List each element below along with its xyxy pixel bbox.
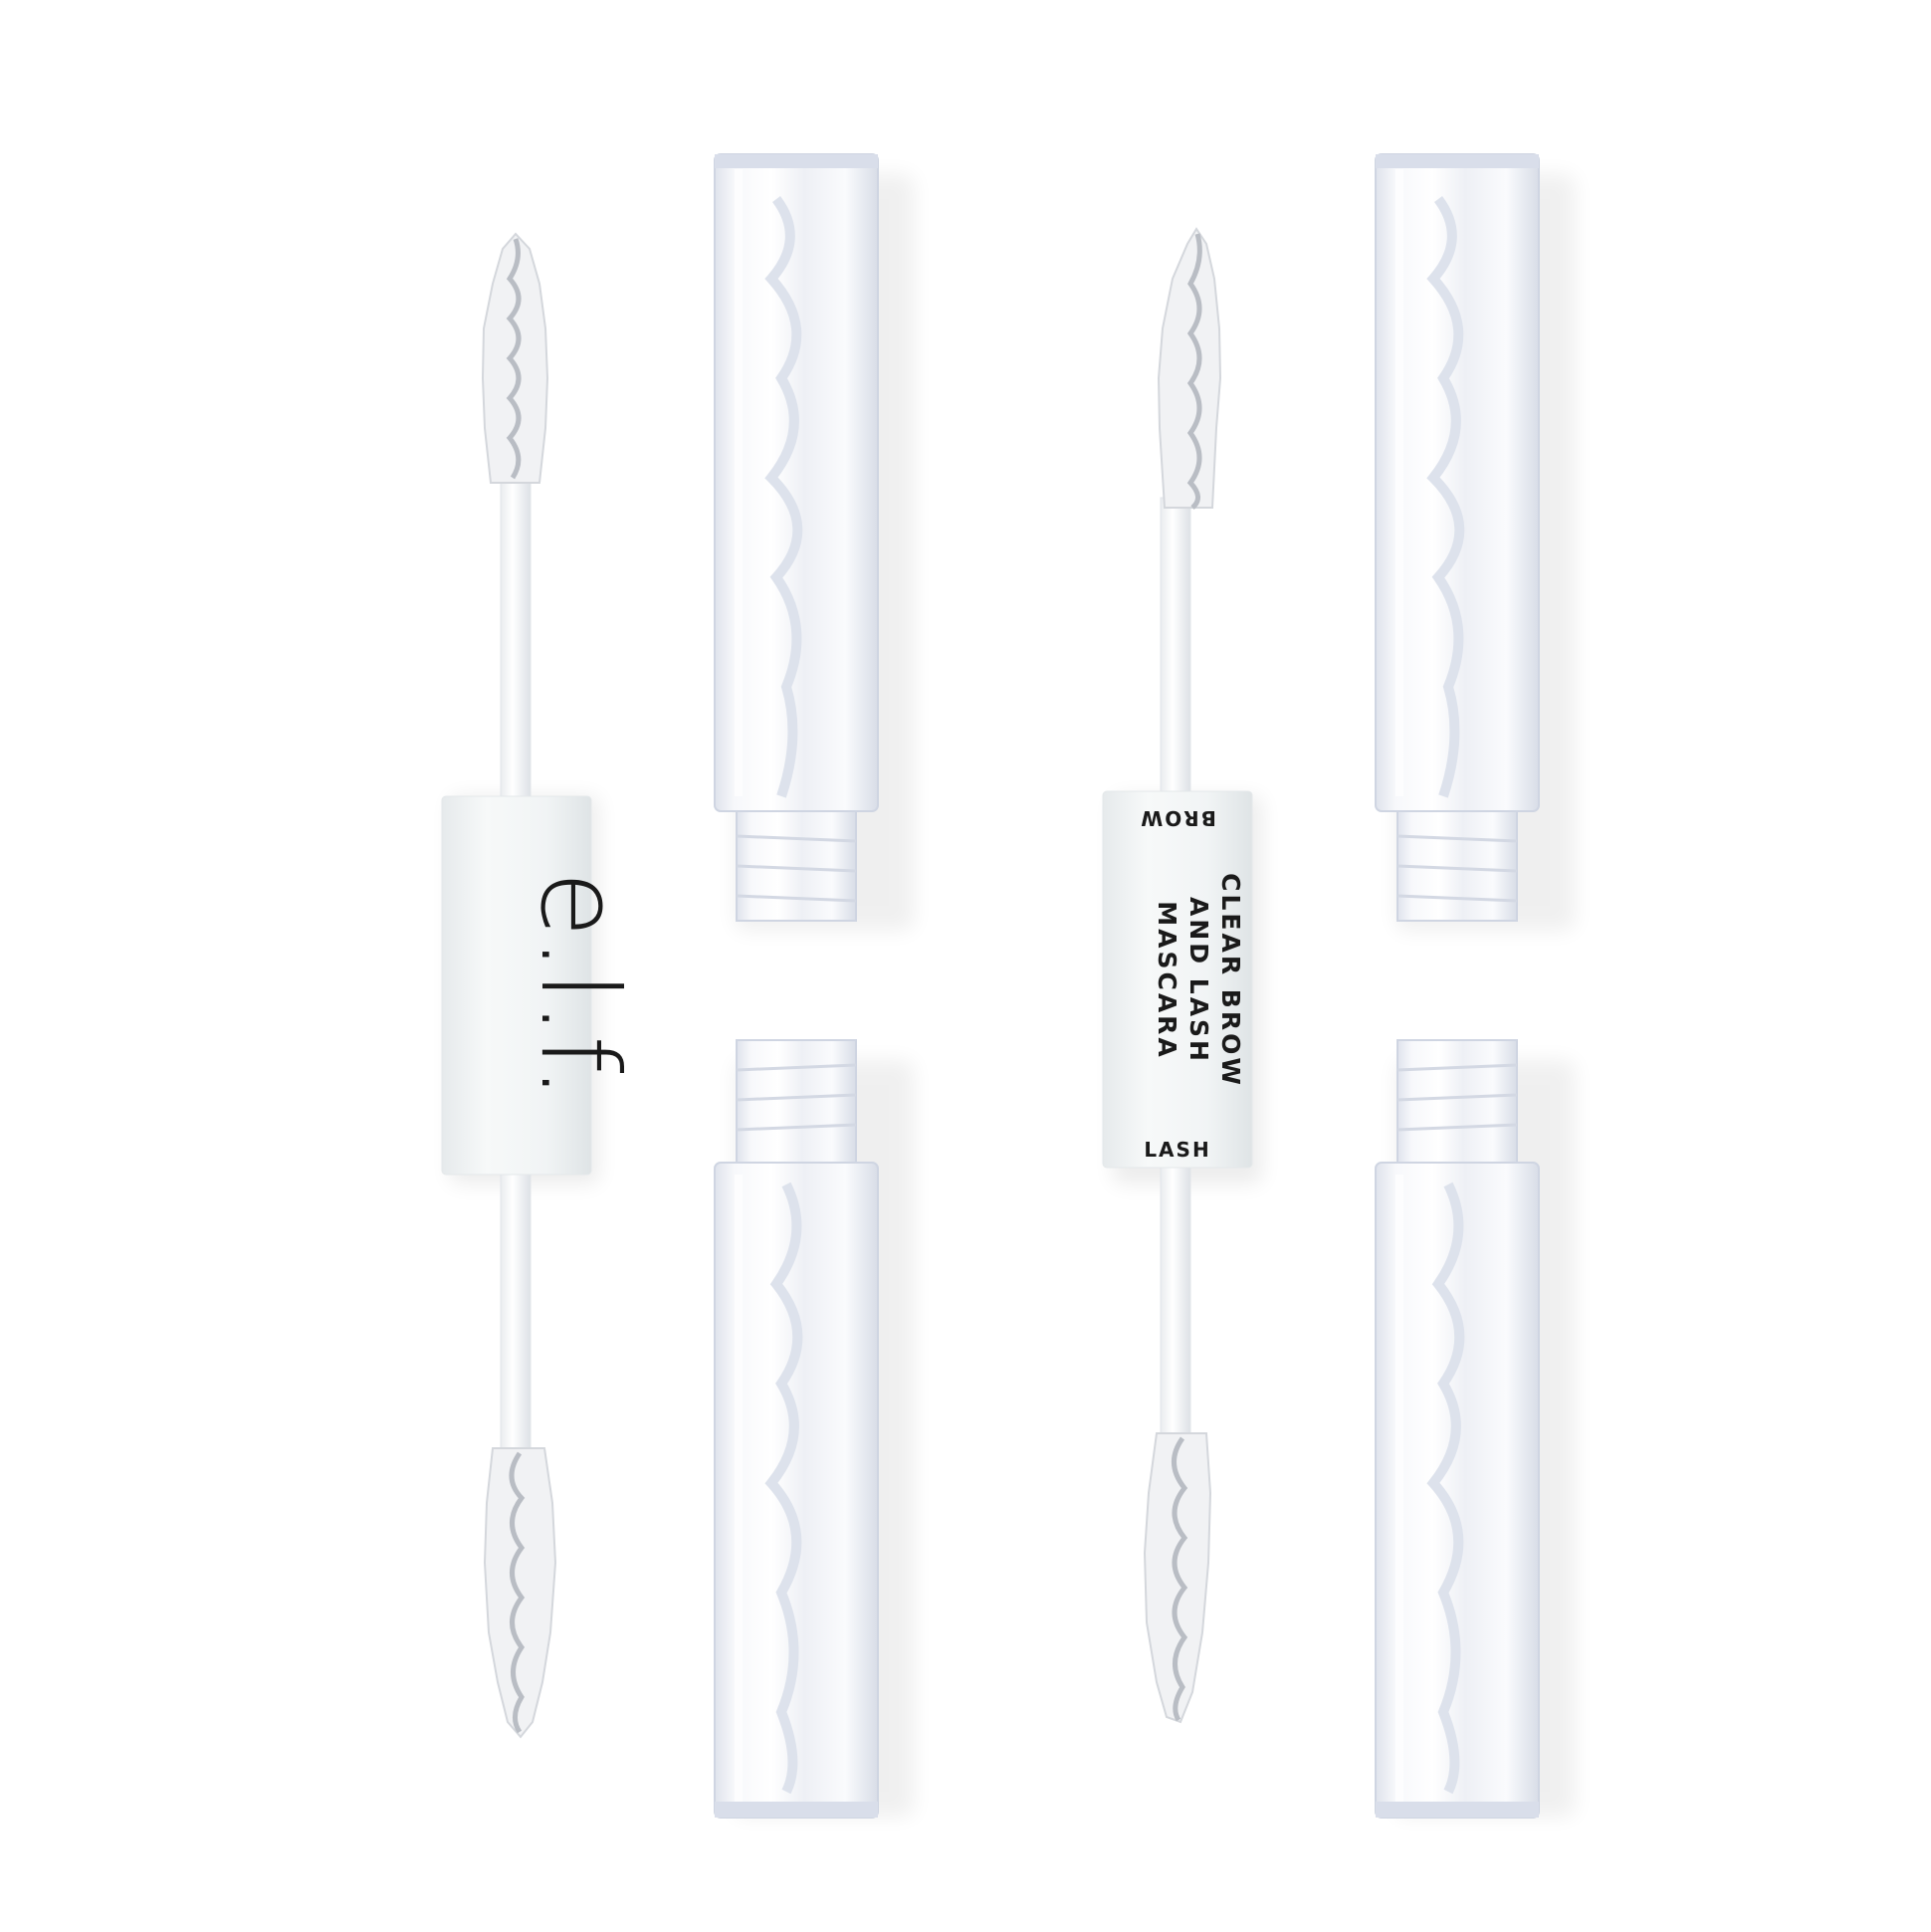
- clear-tube-bottom-right: [1375, 1039, 1575, 1819]
- wand-stick: [500, 1169, 532, 1459]
- spoolie-brush-icon: [1157, 227, 1222, 510]
- product-name-line-1: CLEAR BROW: [1216, 873, 1245, 1088]
- product-name-line-3: MASCARA: [1153, 901, 1181, 1060]
- spoolie-brush-icon: [481, 232, 549, 484]
- brand-logo: e.l.f.: [517, 871, 641, 1100]
- spoolie-brush-icon: [483, 1447, 557, 1739]
- wand-stick: [1160, 1162, 1191, 1442]
- wand-name-side: BROW CLEAR BROW AND LASH MASCARA LASH: [1102, 227, 1262, 1724]
- clear-tube-bottom-left: [714, 1039, 914, 1819]
- clear-tube-top-left: [714, 153, 914, 931]
- end-label-bottom: LASH: [1144, 1138, 1210, 1162]
- spoolie-brush-icon: [1143, 1432, 1212, 1724]
- product-label-band: [1102, 790, 1253, 1169]
- product-name-line-2: AND LASH: [1184, 897, 1213, 1064]
- end-label-top: BROW: [1139, 806, 1216, 830]
- wand-stick: [1160, 497, 1191, 797]
- wand-stick: [500, 477, 532, 797]
- clear-tube-top-right: [1375, 153, 1575, 931]
- wand-brand-side: e.l.f.: [441, 232, 641, 1739]
- product-label-band: [441, 795, 592, 1176]
